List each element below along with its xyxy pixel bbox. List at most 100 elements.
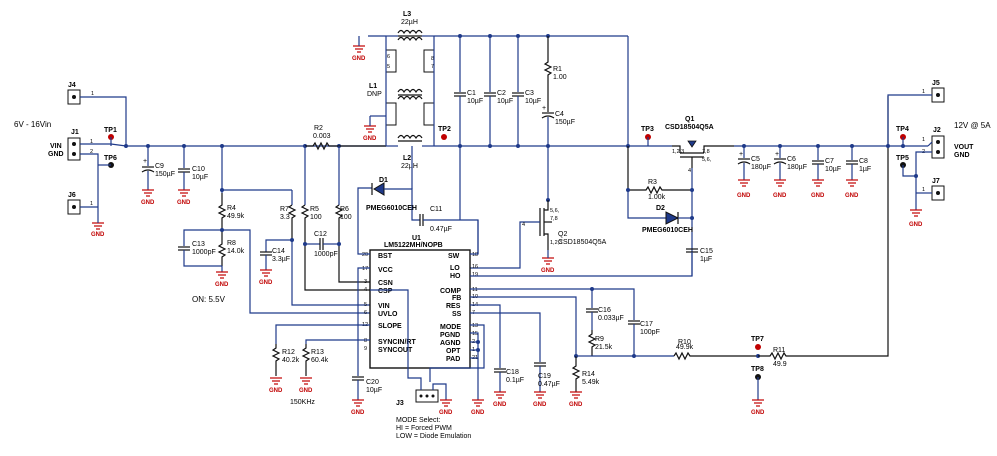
c12-ref: C12 — [314, 231, 327, 238]
d2-value: PMEG6010CEH — [642, 227, 693, 234]
c7-value: 10µF — [825, 166, 841, 173]
c9-value: 150µF — [155, 171, 175, 178]
mode-low-label: LOW = Diode Emulation — [396, 433, 471, 440]
j3-ref: J3 — [396, 400, 404, 407]
c18-ref: C18 — [506, 369, 519, 376]
r12-ref: R12 — [282, 349, 295, 356]
c14-value: 3.3µF — [272, 256, 290, 263]
svg-text:GND: GND — [215, 282, 229, 288]
svg-text:6: 6 — [364, 310, 367, 316]
r11-value: 49.9 — [773, 361, 787, 368]
j1-label-gnd: GND — [48, 151, 64, 158]
c17-ref: C17 — [640, 321, 653, 328]
c13-ref: C13 — [192, 241, 205, 248]
svg-text:18: 18 — [472, 252, 478, 258]
svg-text:VCC: VCC — [378, 267, 393, 274]
q1-ref: Q1 — [685, 116, 694, 123]
svg-text:GND: GND — [299, 388, 313, 394]
c10-value: 10µF — [192, 174, 208, 181]
r14-value: 5.49k — [582, 379, 600, 386]
j6-ref: J6 — [68, 192, 76, 199]
q1-value: CSD18504Q5A — [665, 124, 714, 131]
j1-ref: J1 — [71, 129, 79, 136]
u1-body — [369, 249, 471, 369]
r3-value: 1.00k — [648, 194, 666, 201]
svg-text:GND: GND — [751, 410, 765, 416]
r1-value: 1.00 — [553, 74, 567, 81]
c19-value: 0.47µF — [538, 381, 560, 388]
c5-value: 180µF — [751, 164, 771, 171]
c4-value: 150µF — [555, 119, 575, 126]
r9-value: 21.5k — [595, 344, 613, 351]
tp7-label: TP7 — [751, 336, 764, 343]
svg-text:19: 19 — [472, 272, 478, 278]
svg-text:VIN: VIN — [378, 303, 390, 310]
c11-ref: C11 — [430, 206, 442, 213]
j5-ref: J5 — [932, 80, 940, 87]
j2-connector — [931, 135, 945, 159]
r13-value: 60.4k — [311, 357, 329, 364]
c12-value: 1000pF — [314, 251, 338, 258]
svg-text:5,6,: 5,6, — [550, 208, 560, 214]
svg-text:1: 1 — [90, 201, 93, 207]
l1-value: DNP — [367, 91, 382, 98]
svg-text:PGND: PGND — [440, 332, 460, 339]
svg-text:+: + — [143, 158, 147, 165]
tp4-label: TP4 — [896, 126, 909, 133]
svg-text:8: 8 — [431, 56, 434, 62]
svg-text:GND: GND — [352, 56, 366, 62]
j1-label-vin: VIN — [50, 143, 62, 150]
svg-text:AGND: AGND — [440, 340, 461, 347]
svg-text:1: 1 — [922, 89, 925, 95]
svg-text:7: 7 — [431, 64, 434, 70]
svg-text:7,8: 7,8 — [550, 216, 558, 222]
c17-value: 100pF — [640, 329, 660, 336]
svg-text:SW: SW — [448, 253, 460, 260]
l3-ref: L3 — [403, 11, 411, 18]
svg-text:+: + — [739, 151, 743, 158]
svg-text:CSN: CSN — [378, 280, 393, 287]
tp2-marker — [441, 134, 447, 140]
svg-text:15: 15 — [472, 331, 478, 337]
svg-text:GND: GND — [471, 410, 485, 416]
c2-value: 10µF — [497, 98, 513, 105]
svg-text:CSP: CSP — [378, 288, 393, 295]
svg-text:GND: GND — [141, 200, 155, 206]
r10-value: 49.9k — [676, 344, 694, 351]
svg-text:GND: GND — [569, 402, 583, 408]
r14-ref: R14 — [582, 371, 595, 378]
output-section: TP3 Q1 CSD18504Q5A 1,2,3 7,8 5,6, 4 R3 1… — [548, 80, 991, 276]
svg-text:PAD: PAD — [446, 356, 460, 363]
d1-value: PMEG6010CEH — [366, 205, 417, 212]
svg-text:5: 5 — [364, 302, 367, 308]
svg-text:GND: GND — [845, 193, 859, 199]
tp5-label: TP6 — [104, 155, 117, 162]
c20-value: 10µF — [366, 387, 382, 394]
svg-text:17: 17 — [362, 266, 368, 272]
c13-value: 1000pF — [192, 249, 216, 256]
svg-text:1: 1 — [90, 139, 93, 145]
svg-text:LO: LO — [450, 265, 460, 272]
c6-value: 180µF — [787, 164, 807, 171]
r8-value: 14.0k — [227, 248, 245, 255]
c3-ref: C3 — [525, 90, 534, 97]
svg-text:4: 4 — [688, 168, 691, 174]
l1-ref: L1 — [369, 83, 377, 90]
mode-hi-label: HI = Forced PWM — [396, 425, 452, 432]
svg-text:SLOPE: SLOPE — [378, 323, 402, 330]
svg-text:+: + — [542, 105, 546, 112]
svg-text:GND: GND — [439, 410, 453, 416]
l2-value: 22µH — [401, 163, 418, 170]
j1-connector — [67, 137, 81, 161]
r6-ref: R6 — [340, 206, 349, 213]
svg-text:HO: HO — [450, 273, 461, 280]
svg-text:UVLO: UVLO — [378, 311, 398, 318]
q2-ref: Q2 — [558, 231, 567, 238]
svg-text:SYNCIN/RT: SYNCIN/RT — [378, 339, 416, 346]
svg-text:20: 20 — [362, 252, 368, 258]
svg-text:GND: GND — [533, 402, 547, 408]
c16-value: 0.033µF — [598, 315, 624, 322]
svg-text:9: 9 — [364, 346, 367, 352]
c16-ref: C16 — [598, 307, 611, 314]
tp3-label: TP3 — [641, 126, 654, 133]
